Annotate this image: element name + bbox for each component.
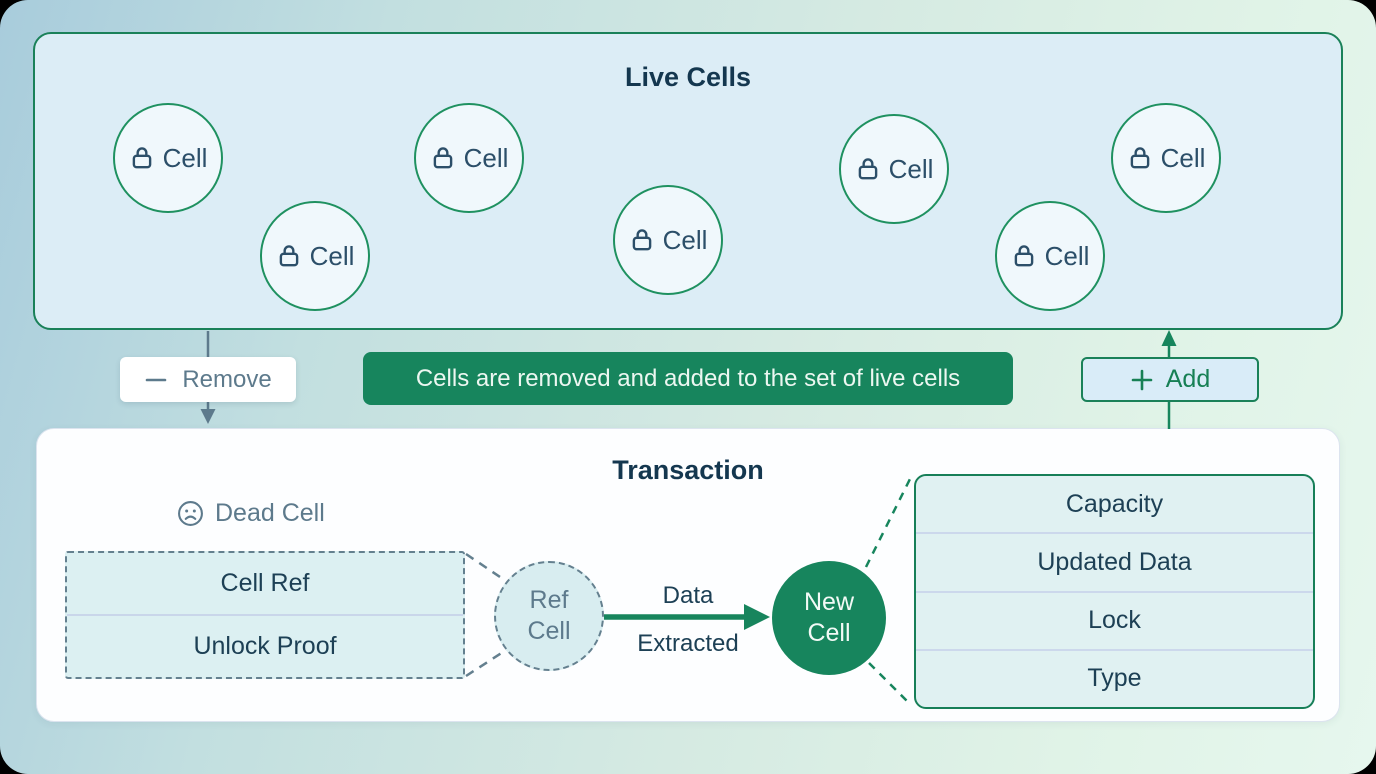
live-cells-panel: Live Cells Cell Cell Cell Cell Cell Cell… <box>33 32 1343 330</box>
add-button: Add <box>1081 357 1259 402</box>
live-cell: Cell <box>613 185 723 295</box>
lock-icon <box>1127 145 1153 171</box>
new-cell-circle: New Cell <box>772 561 886 675</box>
live-cells-title: Live Cells <box>624 62 752 92</box>
flow-banner-text: Cells are removed and added to the set o… <box>415 364 961 392</box>
cell-label: Cell <box>1160 142 1206 173</box>
dead-cell-input-box: Cell Ref Unlock Proof <box>65 551 465 679</box>
lock-icon <box>430 145 456 171</box>
live-cell: Cell <box>839 114 949 224</box>
lock-icon <box>629 227 655 253</box>
ref-cell-circle: Ref Cell <box>494 561 604 671</box>
arrow-up-icon <box>1161 330 1177 346</box>
cell-label: Cell <box>1044 240 1090 271</box>
new-cell-line2: Cell <box>807 619 851 647</box>
live-cell: Cell <box>995 201 1105 311</box>
arrow-down-icon <box>200 409 216 424</box>
remove-button-label: Remove <box>182 365 272 393</box>
lock-icon <box>855 156 881 182</box>
transaction-title: Transaction <box>612 455 764 485</box>
lock-icon <box>1011 243 1037 269</box>
lock-icon <box>129 145 155 171</box>
plus-icon <box>1130 368 1154 392</box>
transaction-panel: Transaction Dead Cell Cell Ref Unlock Pr… <box>36 428 1340 722</box>
data-label: Data <box>662 582 714 609</box>
input-row-unlock-proof: Unlock Proof <box>67 614 463 677</box>
table-row-lock: Lock <box>916 590 1313 649</box>
add-button-label: Add <box>1165 365 1211 393</box>
dead-cell-label: Dead Cell <box>177 499 325 528</box>
dead-cell-text: Dead Cell <box>215 499 325 527</box>
ref-cell-line1: Ref <box>529 586 569 614</box>
extracted-label: Extracted <box>637 630 739 657</box>
cell-label: Cell <box>309 240 355 271</box>
lock-icon <box>276 243 302 269</box>
live-cell: Cell <box>260 201 370 311</box>
cell-label: Cell <box>662 224 708 255</box>
table-row-type: Type <box>916 648 1313 707</box>
table-row-capacity: Capacity <box>1065 489 1164 518</box>
new-cell-line1: New <box>803 588 854 616</box>
minus-icon <box>144 368 168 392</box>
live-cell: Cell <box>1111 103 1221 213</box>
live-cell: Cell <box>414 103 524 213</box>
output-cell-table: Capacity Updated Data Lock Type <box>914 474 1315 709</box>
table-row-updated-data: Updated Data <box>916 532 1313 590</box>
flow-banner: Cells are removed and added to the set o… <box>363 352 1013 405</box>
sad-face-icon <box>177 500 204 527</box>
live-cell: Cell <box>113 103 223 213</box>
cell-label: Cell <box>463 142 509 173</box>
remove-button: Remove <box>120 357 296 402</box>
cell-label: Cell <box>888 153 934 184</box>
ref-cell-line2: Cell <box>527 617 571 645</box>
cell-label: Cell <box>162 142 208 173</box>
input-row-cell-ref: Cell Ref <box>220 569 310 597</box>
